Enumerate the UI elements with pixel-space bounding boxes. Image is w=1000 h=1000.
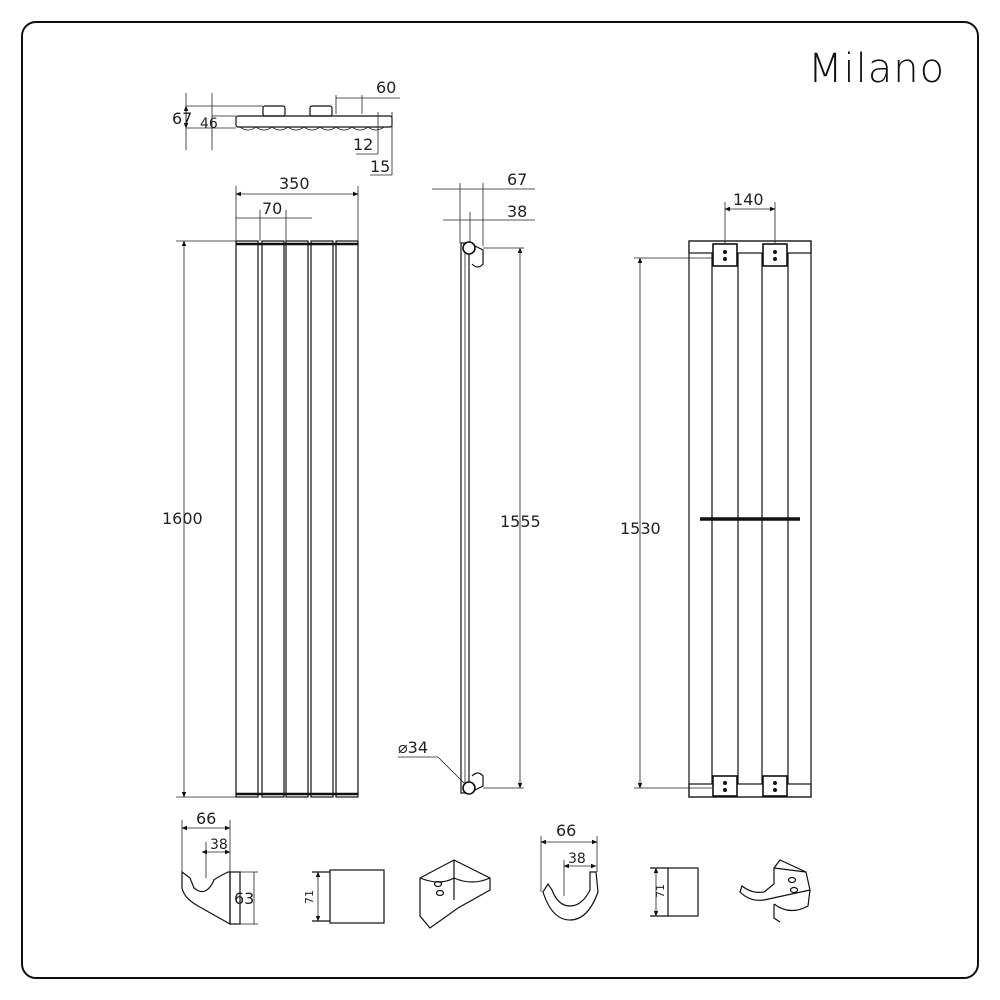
bracket-right-dim-inner: 38 <box>568 851 586 867</box>
front-dim-height: 1600 <box>162 509 203 528</box>
top-dim-15: 15 <box>370 157 390 176</box>
bracket-left-side: 66 38 63 <box>181 809 258 926</box>
bracket-left-dim-depth: 71 <box>303 890 316 904</box>
bracket-left-dim-height: 63 <box>234 889 254 908</box>
bracket-right-dim-depth: 71 <box>654 884 667 898</box>
bracket-right-side: 66 38 <box>540 821 599 921</box>
brand-logo: Milano <box>808 46 945 92</box>
front-view: 350 70 1600 <box>162 174 359 798</box>
back-view: 140 1530 <box>620 190 812 798</box>
top-view: 67 46 60 12 15 <box>172 78 400 176</box>
side-view: 67 38 1555 ⌀34 <box>398 170 541 795</box>
top-dim-12: 12 <box>353 135 373 154</box>
side-dim-column: 38 <box>507 202 527 221</box>
bracket-right-dim-width: 66 <box>556 821 576 840</box>
front-dim-pitch: 70 <box>262 199 282 218</box>
drawing-frame <box>21 21 979 979</box>
bracket-left-iso <box>419 859 491 929</box>
top-dim-67: 67 <box>172 109 192 128</box>
side-dim-depth: 67 <box>507 170 527 189</box>
top-dim-60: 60 <box>376 78 396 97</box>
back-dim-bracket-height: 1530 <box>620 519 661 538</box>
bracket-left-dim-width: 66 <box>196 809 216 828</box>
back-dim-bracket-spacing: 140 <box>733 190 764 209</box>
front-dim-width: 350 <box>279 174 310 193</box>
bracket-left-front: 71 <box>303 869 385 924</box>
bracket-left-dim-inner: 38 <box>210 837 228 853</box>
top-dim-46: 46 <box>200 116 218 132</box>
side-dim-connections: 1555 <box>500 512 541 531</box>
side-dim-pipe: ⌀34 <box>398 738 428 757</box>
bracket-right-iso <box>739 859 811 923</box>
bracket-right-front: 71 <box>650 867 699 917</box>
